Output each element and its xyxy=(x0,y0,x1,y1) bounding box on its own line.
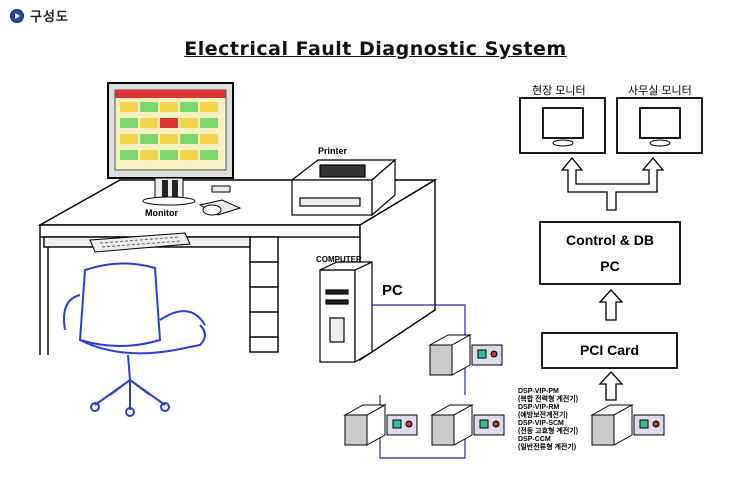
mouse-icon xyxy=(198,185,242,216)
diagram-title: Electrical Fault Diagnostic System xyxy=(184,38,567,60)
device-model: DSP-VIP-PM xyxy=(518,388,559,395)
relay-device-1 xyxy=(428,334,503,376)
monitor-label: Monitor xyxy=(145,208,178,218)
arrow-up-icon xyxy=(598,289,624,321)
pc-label: PC xyxy=(382,282,403,299)
control-pc-label: PC xyxy=(600,258,620,274)
arrow-up-icon xyxy=(598,371,624,401)
desk xyxy=(37,178,438,362)
chair-icon xyxy=(63,262,206,417)
computer-label: COMPUTER xyxy=(316,255,362,264)
section-header: 구성도 xyxy=(10,6,69,25)
device-desc: (예방보전계전기) xyxy=(518,412,568,419)
bullet-icon xyxy=(10,8,24,23)
field-monitor-label: 현장 모니터 xyxy=(532,85,586,97)
device-desc: (전동 고효형 계전기) xyxy=(518,428,579,435)
device-model: DSP-VIP-SCM xyxy=(518,420,564,427)
device-list: DSP-VIP-PM (복합 전력형 계전기) DSP-VIP-RM (예방보전… xyxy=(518,388,578,452)
office-monitor-box xyxy=(616,97,703,154)
split-arrow-icon xyxy=(560,156,665,211)
relay-device-4 xyxy=(590,404,665,446)
keyboard-icon xyxy=(89,232,191,253)
section-header-label: 구성도 xyxy=(30,10,69,25)
printer-icon xyxy=(290,158,397,217)
monitor-icon xyxy=(107,82,234,206)
computer-tower-icon xyxy=(319,261,373,364)
device-desc: (일반전류형 계전기) xyxy=(518,444,577,451)
relay-device-2 xyxy=(343,404,418,446)
printer-label: Printer xyxy=(318,146,348,156)
relay-device-3 xyxy=(430,404,505,446)
pci-card-label: PCI Card xyxy=(579,342,640,358)
control-db-label: Control & DB xyxy=(566,232,654,248)
control-db-box xyxy=(539,221,681,285)
device-desc: (복합 전력형 계전기) xyxy=(518,396,579,403)
pci-card-box xyxy=(541,332,678,369)
device-model: DSP-CCM xyxy=(518,436,551,443)
field-monitor-box xyxy=(519,97,606,154)
device-model: DSP-VIP-RM xyxy=(518,404,560,411)
office-monitor-label: 사무실 모니터 xyxy=(628,85,692,97)
